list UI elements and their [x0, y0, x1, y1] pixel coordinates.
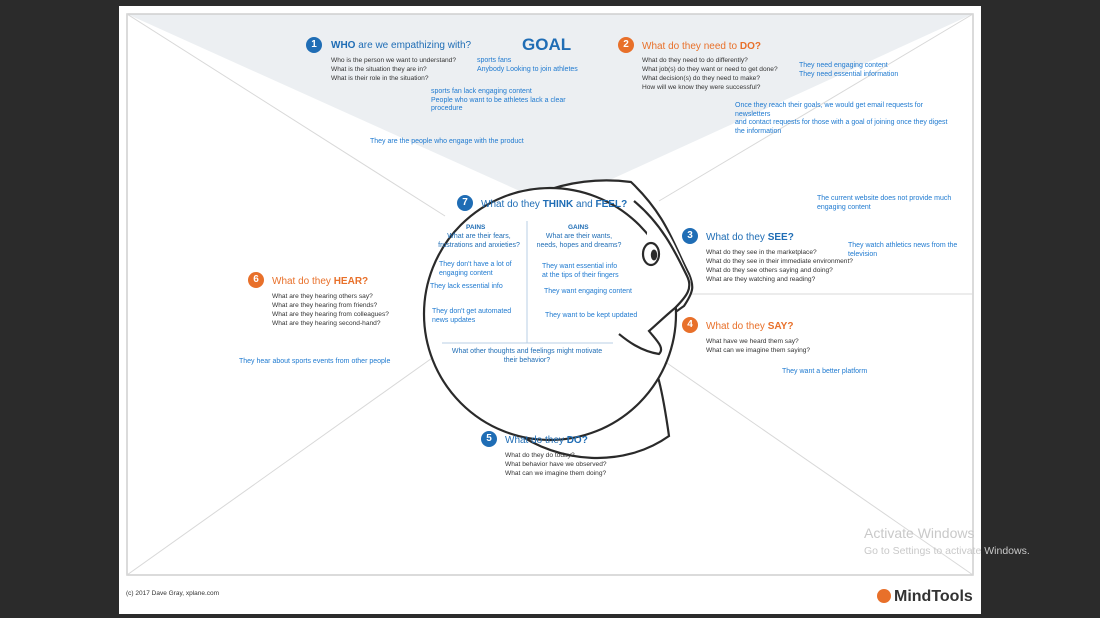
see-title-bold: SEE?	[767, 232, 794, 243]
gains-answer-2: They want engaging content	[544, 288, 632, 295]
do-need-answer-2: Once they reach their goals, we would ge…	[735, 102, 948, 135]
do-title: What do they DO?	[505, 435, 588, 446]
see-title-pre: What do they	[706, 232, 768, 243]
do-need-answer-1: They need engaging content They need ess…	[799, 62, 899, 78]
pupil	[650, 249, 658, 261]
gains-label: GAINS	[568, 224, 589, 231]
think-feel-title-pre: What do they	[481, 199, 543, 210]
section-number-7: 7	[457, 195, 473, 211]
say-questions: What have we heard them say? What can we…	[706, 338, 811, 354]
head-circle	[422, 186, 678, 442]
do-need-title: What do they need to DO?	[642, 41, 761, 52]
hear-answer-1: They hear about sports events from other…	[239, 358, 391, 365]
do-questions: What do they do today? What behavior hav…	[505, 452, 607, 477]
think-feel-title-mid: and	[573, 199, 596, 210]
see-questions: What do they see in the marketplace? Wha…	[706, 249, 853, 283]
mindtools-logo-icon	[877, 589, 891, 603]
who-title-bold: WHO	[331, 40, 356, 51]
think-feel-title-bold2: FEEL?	[595, 199, 628, 210]
gains-answer-3: They want to be kept updated	[545, 312, 638, 319]
diagonal-tl	[126, 13, 446, 217]
do-need-questions: What do they need to do differently? Wha…	[642, 57, 778, 91]
see-answer-2: They watch athletics news from the telev…	[848, 242, 958, 258]
section-number-1: 1	[306, 37, 322, 53]
see-answer-1: The current website does not provide muc…	[817, 195, 952, 211]
do-need-title-bold: DO?	[739, 41, 761, 52]
who-answer-1: sports fans Anybody Looking to join athl…	[477, 57, 578, 73]
who-title-rest: are we empathizing with?	[355, 40, 472, 51]
diagonal-tr	[658, 13, 974, 202]
activate-windows-subtitle: Go to Settings to activate Windows.	[864, 545, 1030, 557]
section-number-6: 6	[248, 272, 264, 288]
map-frame-graphic	[126, 13, 974, 576]
pains-label: PAINS	[466, 224, 486, 231]
hear-title-pre: What do they	[272, 276, 334, 287]
goal-region	[127, 14, 973, 206]
say-title-pre: What do they	[706, 321, 768, 332]
who-title: WHO are we empathizing with?	[331, 40, 471, 51]
diagonal-br	[663, 360, 974, 576]
pains-answer-2: They lack essential info	[430, 283, 503, 290]
activate-windows-title: Activate Windows	[864, 525, 975, 541]
do-title-pre: What do they	[505, 435, 567, 446]
do-title-bold: DO?	[566, 435, 588, 446]
who-answer-3: They are the people who engage with the …	[370, 138, 524, 145]
pains-answer-1: They don't have a lot of engaging conten…	[439, 261, 512, 277]
pains-question: What are their fears, frustrations and a…	[438, 233, 520, 249]
empathy-map-sheet: GOAL 1 WHO are we empathizing with? Who …	[119, 6, 981, 614]
who-questions: Who is the person we want to understand?…	[331, 57, 456, 82]
who-answer-2: sports fan lack engaging content People …	[431, 88, 566, 112]
pains-answer-3: They don't get automated news updates	[432, 308, 512, 324]
goal-heading: GOAL	[522, 35, 572, 54]
hear-title: What do they HEAR?	[272, 276, 368, 287]
other-thoughts-question: What other thoughts and feelings might m…	[451, 348, 603, 364]
think-feel-title-bold1: THINK	[542, 199, 574, 210]
gains-answer-1: They want essential info at the tips of …	[542, 263, 619, 279]
section-number-5: 5	[481, 431, 497, 447]
section-number-4: 4	[682, 317, 698, 333]
gains-question: What are their wants, needs, hopes and d…	[536, 233, 622, 249]
think-feel-title: What do they THINK and FEEL?	[481, 199, 627, 210]
section-number-3: 3	[682, 228, 698, 244]
copyright-credit: (c) 2017 Dave Gray, xplane.com	[126, 590, 220, 597]
see-title: What do they SEE?	[706, 232, 794, 243]
face-profile	[618, 200, 691, 356]
hear-title-bold: HEAR?	[333, 276, 369, 287]
mindtools-logo: MindTools	[894, 588, 973, 605]
say-title-bold: SAY?	[767, 321, 794, 332]
section-number-2: 2	[618, 37, 634, 53]
say-answer-1: They want a better platform	[782, 368, 868, 375]
say-title: What do they SAY?	[706, 321, 793, 332]
do-need-title-pre: What do they need to	[642, 41, 740, 52]
hear-questions: What are they hearing others say? What a…	[272, 293, 389, 327]
diagonal-bl	[126, 345, 450, 576]
